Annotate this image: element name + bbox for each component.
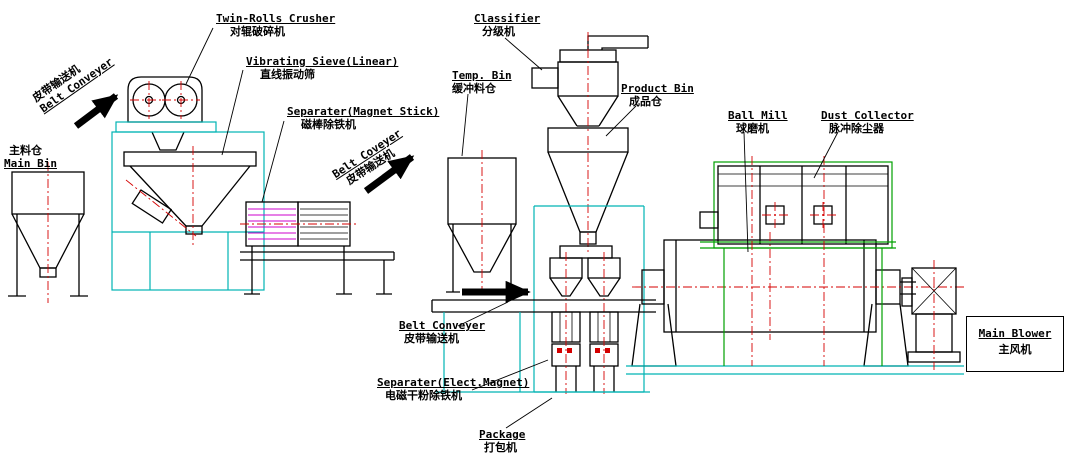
label-temp-bin-zh: 缓冲料仓 — [452, 82, 496, 95]
label-electromagnet-separator: Separater(Elect.Magnet) 电磁干粉除铁机 — [377, 376, 529, 402]
label-package-en: Package — [479, 428, 526, 441]
label-magnet-separator: Separater(Magnet Stick) 磁棒除铁机 — [287, 105, 439, 131]
label-package-zh: 打包机 — [484, 441, 517, 454]
label-electromagnet-separator-zh: 电磁干粉除铁机 — [385, 389, 462, 402]
classifier — [531, 32, 649, 134]
label-dust-collector: Dust Collector 脉冲除尘器 — [821, 109, 914, 135]
label-vibrating-sieve: Vibrating Sieve(Linear) 直线振动筛 — [246, 55, 398, 81]
label-main-bin-zh: 主料仓 — [9, 144, 42, 157]
label-main-blower-zh: 主风机 — [998, 343, 1032, 356]
label-classifier-en: Classifier — [474, 12, 541, 25]
label-main-blower-en: Main Blower — [978, 327, 1052, 340]
label-twin-rolls-crusher-en: Twin-Rolls Crusher — [216, 12, 336, 25]
label-classifier: Classifier 分级机 — [474, 12, 540, 38]
label-ball-mill: Ball Mill 球磨机 — [728, 109, 788, 135]
label-main-bin: 主料仓 Main Bin — [4, 144, 57, 170]
label-magnet-separator-zh: 磁棒除铁机 — [301, 118, 356, 131]
main-blower-label-box: Main Blower 主风机 — [966, 316, 1064, 372]
label-temp-bin: Temp. Bin 缓冲料仓 — [452, 69, 512, 95]
label-product-bin: Product Bin 成品仓 — [621, 82, 694, 108]
temp-bin — [446, 150, 518, 296]
label-twin-rolls-crusher-zh: 对辊破碎机 — [230, 25, 285, 38]
label-ball-mill-en: Ball Mill — [728, 109, 788, 122]
label-dust-collector-en: Dust Collector — [821, 109, 914, 122]
label-vibrating-sieve-zh: 直线振动筛 — [260, 68, 315, 81]
label-temp-bin-en: Temp. Bin — [452, 69, 512, 82]
label-classifier-zh: 分级机 — [482, 25, 515, 38]
feed-conveyor — [431, 299, 656, 393]
twin-rolls-crusher — [115, 76, 217, 151]
leader-lines — [185, 27, 839, 429]
main-bin — [8, 162, 88, 303]
label-vibrating-sieve-en: Vibrating Sieve(Linear) — [246, 55, 399, 68]
label-ball-mill-zh: 球磨机 — [736, 122, 769, 135]
label-package: Package 打包机 — [479, 428, 525, 454]
label-belt-conveyor-3-en: Belt Conveyer — [399, 319, 486, 332]
label-belt-conveyor-3: Belt Conveyer 皮带输送机 — [399, 319, 485, 345]
dust-collector — [699, 156, 896, 366]
label-product-bin-zh: 成品仓 — [629, 95, 662, 108]
vibrating-sieve — [123, 146, 257, 246]
discharge-conveyor — [240, 251, 395, 295]
label-dust-collector-zh: 脉冲除尘器 — [829, 122, 884, 135]
label-twin-rolls-crusher: Twin-Rolls Crusher 对辊破碎机 — [216, 12, 335, 38]
product-bin — [547, 127, 629, 252]
label-electromagnet-separator-en: Separater(Elect.Magnet) — [377, 376, 530, 389]
label-belt-conveyor-3-zh: 皮带输送机 — [404, 332, 459, 345]
flow-arrow-1 — [73, 93, 119, 129]
label-magnet-separator-en: Separater(Magnet Stick) — [287, 105, 440, 118]
label-main-bin-en: Main Bin — [4, 157, 57, 170]
label-product-bin-en: Product Bin — [621, 82, 694, 95]
crusher-sieve-frame — [111, 131, 265, 291]
main-blower-machine — [901, 260, 961, 370]
flow-arrows — [73, 93, 531, 304]
ball-mill — [626, 232, 964, 375]
magnet-stick-separator — [240, 201, 356, 295]
flow-arrow-2 — [363, 154, 415, 194]
